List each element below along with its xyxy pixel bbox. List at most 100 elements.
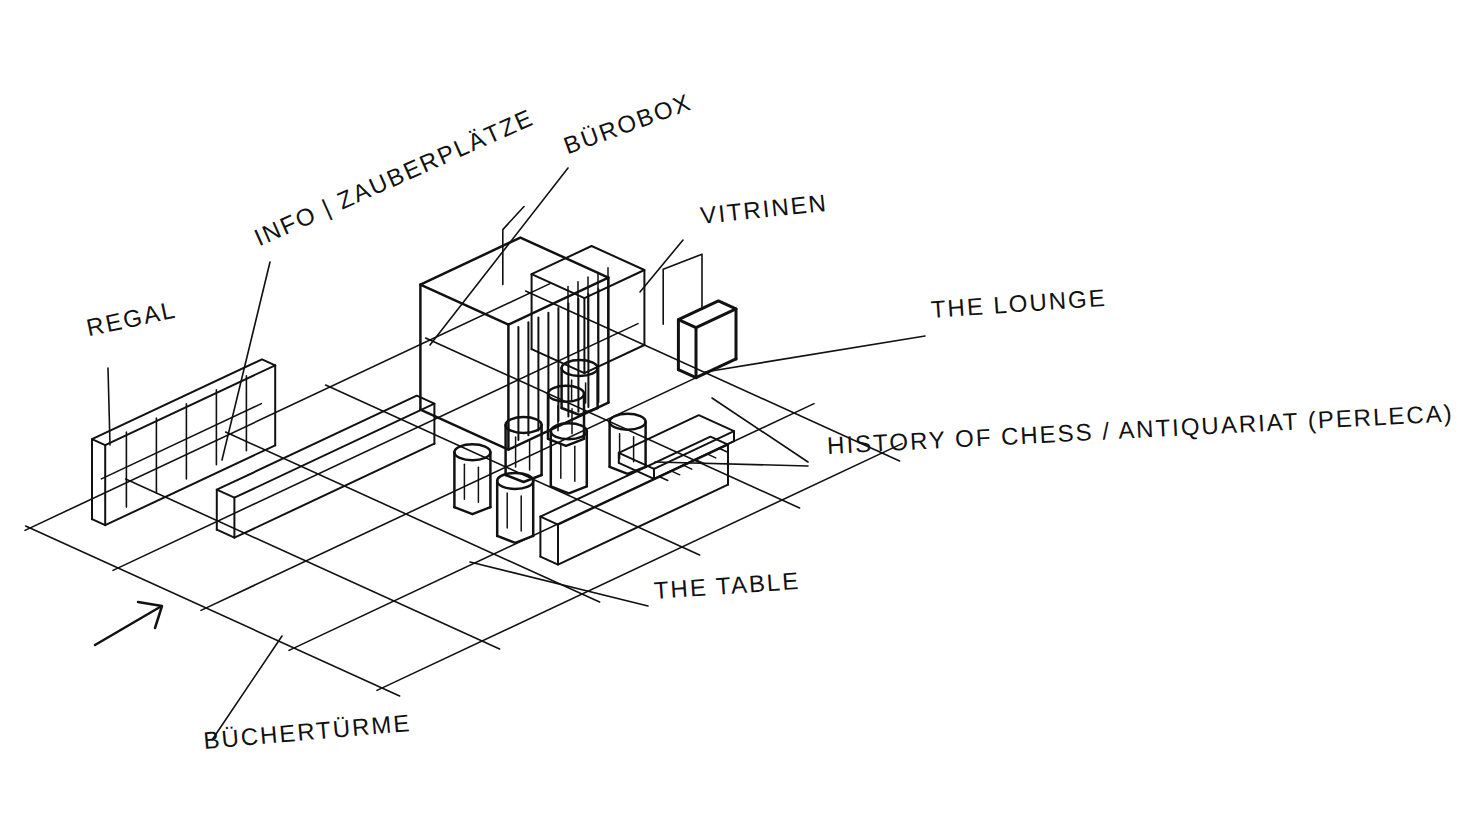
book-tower [644, 422, 647, 467]
showcase-divider [577, 282, 579, 352]
history-table [618, 453, 620, 463]
history-table [619, 441, 734, 479]
info-bench [233, 498, 235, 538]
book-tower [551, 423, 587, 439]
shelf-divider [246, 376, 248, 451]
leader-line [470, 562, 648, 606]
floor-grid-line [25, 284, 550, 531]
showcase [643, 270, 645, 345]
book-tower [454, 507, 490, 514]
callout-label: BÜROBOX [559, 86, 696, 161]
table-bench [540, 485, 728, 565]
book-tower [571, 380, 573, 400]
book-tower [520, 496, 522, 531]
office-box [420, 403, 608, 450]
book-tower [489, 452, 492, 507]
book-tower [610, 414, 646, 430]
table-bench [540, 437, 728, 525]
book-tower [506, 493, 508, 528]
callout-label: THE TABLE [653, 565, 801, 606]
info-bench [217, 444, 435, 538]
callout-label: THE LOUNGE [930, 282, 1108, 325]
leader-line [705, 336, 925, 372]
showcase [531, 274, 533, 349]
book-tower [529, 440, 531, 470]
book-tower [586, 431, 589, 486]
callout-label: VITRINEN [699, 187, 830, 231]
shelf-divider [186, 404, 188, 479]
info-bench [217, 396, 435, 498]
floor-grid-line [26, 526, 400, 696]
book-tower [608, 422, 611, 467]
showcase-divider [597, 272, 599, 342]
book-tower [506, 475, 542, 482]
leader-line [430, 168, 568, 345]
book-tower [453, 452, 456, 507]
lounge-frame [695, 328, 698, 378]
shelf-sketch [104, 445, 106, 525]
table-leg [659, 476, 668, 480]
office-box-hatch [547, 313, 549, 426]
callout-label: REGAL [84, 294, 180, 344]
shelf-divider [216, 390, 218, 465]
history-table [619, 415, 734, 469]
leader-line [222, 262, 270, 460]
shelf-sketch [92, 445, 275, 525]
entrance-arrow [95, 607, 160, 645]
book-tower [506, 417, 542, 433]
table-bench [557, 525, 559, 565]
history-table [653, 469, 655, 479]
book-tower [532, 481, 535, 536]
floor-grid-line [289, 404, 814, 651]
floor-grid-line [201, 364, 726, 611]
book-tower [551, 486, 587, 493]
showcase [583, 298, 585, 373]
book-tower [574, 446, 576, 481]
showcase [532, 345, 645, 373]
book-tower [464, 464, 466, 499]
table-leg [671, 471, 680, 475]
book-tower [548, 439, 584, 446]
callout-label: HISTORY OF CHESS / ANTIQUARIAT (PERLECA) [826, 390, 1478, 462]
shelf-divider [156, 418, 158, 493]
floor-grid-line [377, 444, 902, 691]
office-box [507, 325, 510, 450]
panel-sketch [663, 254, 702, 324]
info-bench [433, 404, 435, 444]
book-tower [478, 467, 480, 502]
history-table [733, 431, 735, 441]
book-tower [560, 368, 563, 408]
office-box [419, 285, 422, 410]
book-tower [633, 437, 635, 462]
leader-line [640, 240, 683, 292]
office-box-hatch [557, 308, 559, 421]
callout-label: BÜCHERTÜRME [202, 707, 412, 756]
entrance-arrow [138, 602, 162, 628]
leader-line [108, 368, 110, 445]
table-leg [707, 454, 716, 458]
shelf-divider [126, 432, 128, 507]
table-bench [539, 517, 541, 557]
showcase-divider [567, 287, 569, 357]
office-box-hatch [527, 322, 529, 435]
book-tower [515, 437, 517, 467]
shelf-sketch [274, 365, 276, 445]
shelf-sketch [91, 439, 93, 519]
book-tower [560, 443, 562, 478]
floor-grid-line [326, 385, 700, 555]
floor-grid-line [126, 479, 500, 649]
showcase-divider [607, 268, 609, 338]
lounge-frame [735, 309, 738, 359]
table-leg [683, 465, 692, 469]
office-box-hatch [517, 327, 519, 440]
panel-sketch [503, 207, 524, 285]
book-tower [585, 383, 587, 403]
callout-label: INFO | ZAUBERPLÄTZE [249, 101, 538, 253]
book-tower [562, 360, 598, 376]
table-leg [719, 448, 728, 452]
office-box-hatch [537, 318, 539, 431]
book-tower [454, 444, 490, 460]
leader-line [655, 462, 808, 466]
book-tower [496, 481, 499, 536]
